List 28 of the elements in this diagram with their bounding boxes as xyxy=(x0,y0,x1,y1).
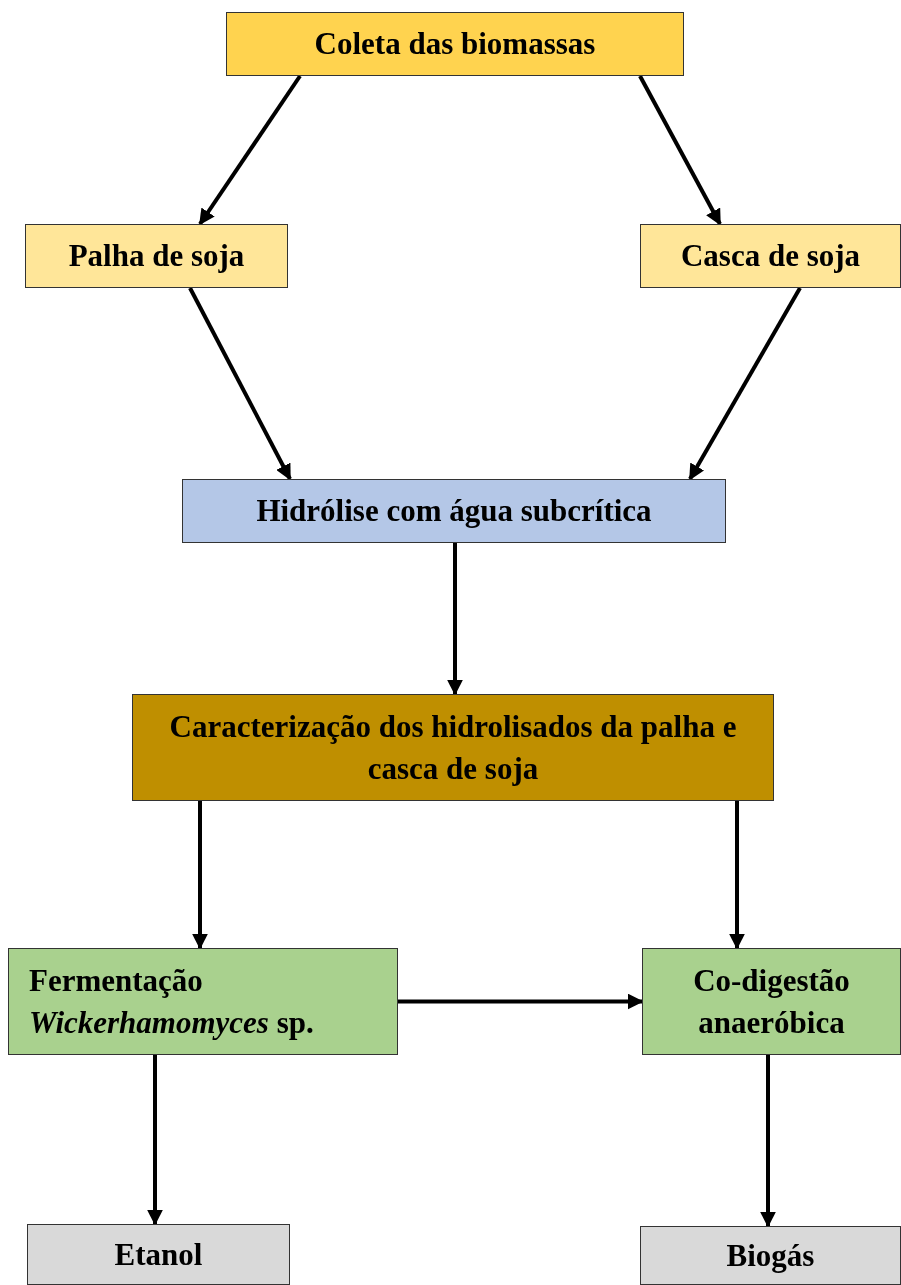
process-box xyxy=(8,948,398,1055)
process-box xyxy=(226,12,684,76)
box-label: Fermentação Wickerhamomyces sp. xyxy=(29,961,315,1042)
arrow xyxy=(638,75,722,226)
arrow xyxy=(188,287,292,481)
process-box xyxy=(27,1224,290,1285)
box-label: Biogás xyxy=(726,1236,815,1275)
process-box xyxy=(132,694,774,801)
box-label: Caracterização dos hidrolisados da palha e casca de soja xyxy=(168,707,738,788)
box-label: Co-digestão anaeróbica xyxy=(692,961,851,1042)
arrow xyxy=(760,1055,776,1228)
arrow xyxy=(688,287,802,481)
process-box xyxy=(640,1226,901,1285)
box-label: Casca de soja xyxy=(680,237,861,276)
box-label: Palha de soja xyxy=(68,237,245,276)
arrow xyxy=(398,993,644,1010)
arrow xyxy=(729,801,745,950)
process-box xyxy=(640,224,901,288)
arrow xyxy=(198,74,302,226)
box-label: Coleta das biomassas xyxy=(314,25,596,64)
process-box xyxy=(25,224,288,288)
box-label: Hidrólise com água subcrítica xyxy=(256,492,652,531)
process-box xyxy=(182,479,726,543)
arrow xyxy=(192,801,208,950)
arrow xyxy=(447,543,463,696)
arrow xyxy=(147,1055,163,1226)
box-label: Etanol xyxy=(114,1235,203,1274)
process-box xyxy=(642,948,901,1055)
